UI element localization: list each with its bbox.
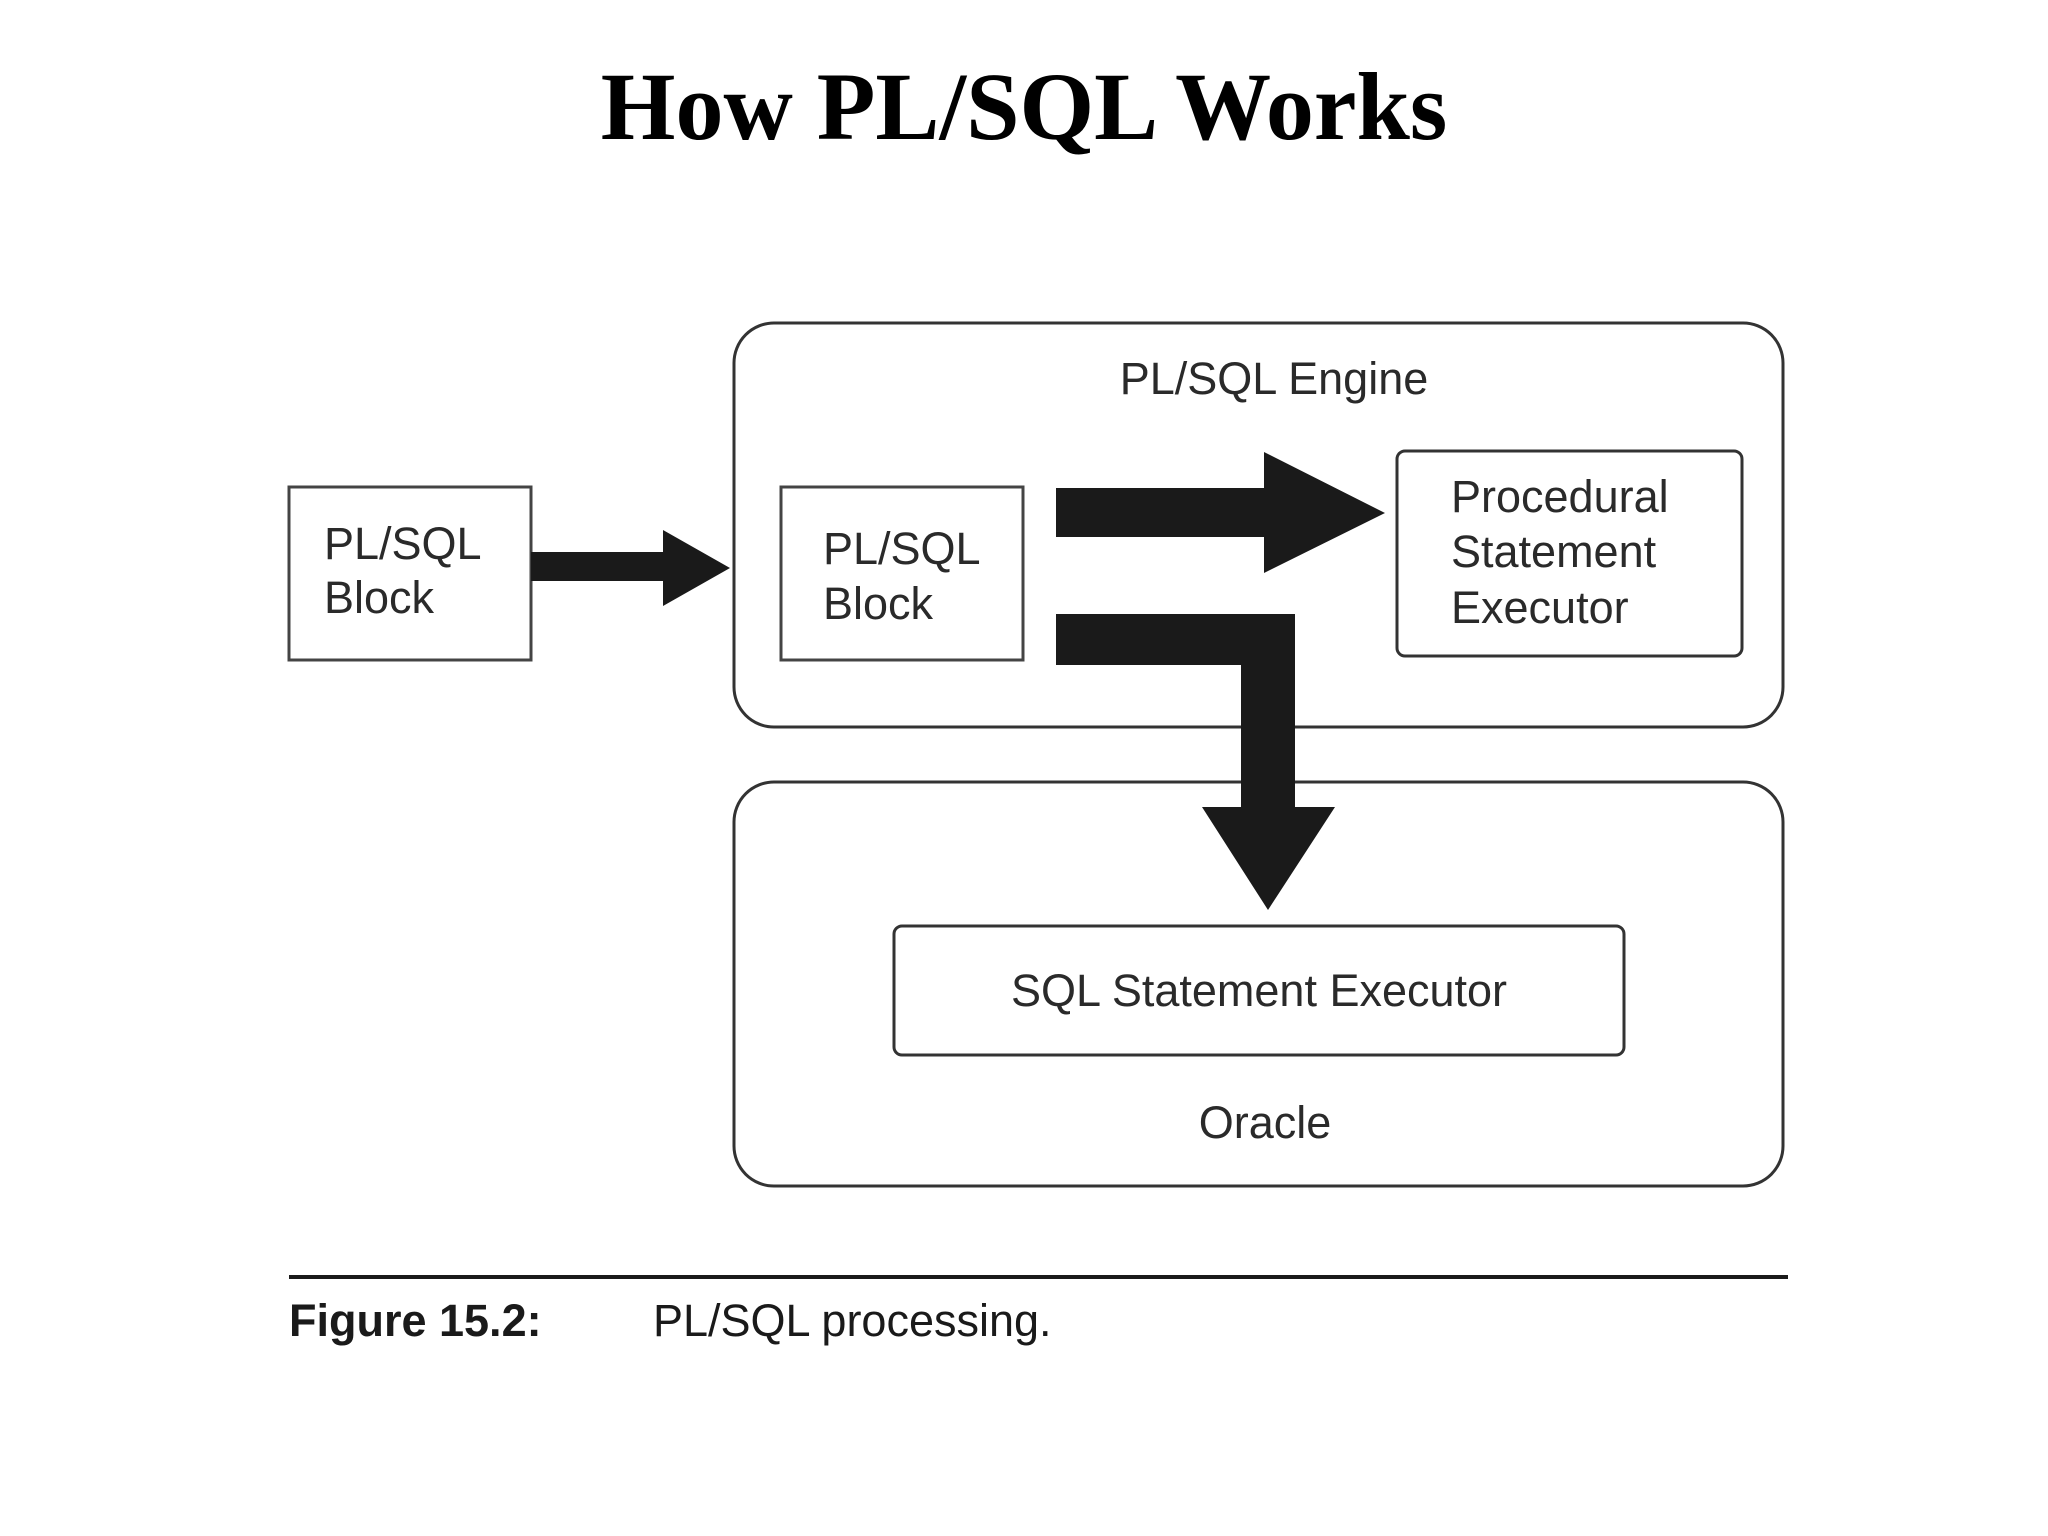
procedural-label-line1: Procedural [1451, 471, 1669, 522]
plsql-engine-label: PL/SQL Engine [1119, 353, 1429, 404]
figure-number: Figure 15.2: [289, 1295, 542, 1346]
inner-block-label-line2: Block [823, 578, 934, 629]
sql-arrow [1056, 614, 1335, 910]
input-arrow [531, 530, 730, 606]
sql-executor-box [892, 924, 1626, 1057]
page-title: How PL/SQL Works [600, 53, 1448, 160]
procedural-label-line2: Statement [1451, 526, 1657, 577]
procedural-arrow [1056, 452, 1385, 573]
figure-caption-text: PL/SQL processing. [653, 1295, 1052, 1346]
external-block-label-line2: Block [324, 572, 435, 623]
inner-plsql-block-box [779, 485, 1025, 662]
inner-block-label-line1: PL/SQL [823, 523, 981, 574]
sql-executor-label: SQL Statement Executor [1010, 965, 1508, 1016]
procedural-executor-box [1395, 449, 1744, 658]
procedural-label-line3: Executor [1451, 582, 1629, 633]
caption-divider [289, 1275, 1788, 1279]
figure-caption: Figure 15.2: PL/SQL processing. [289, 1293, 1052, 1348]
oracle-label: Oracle [1198, 1097, 1332, 1148]
external-block-label-line1: PL/SQL [324, 518, 482, 569]
